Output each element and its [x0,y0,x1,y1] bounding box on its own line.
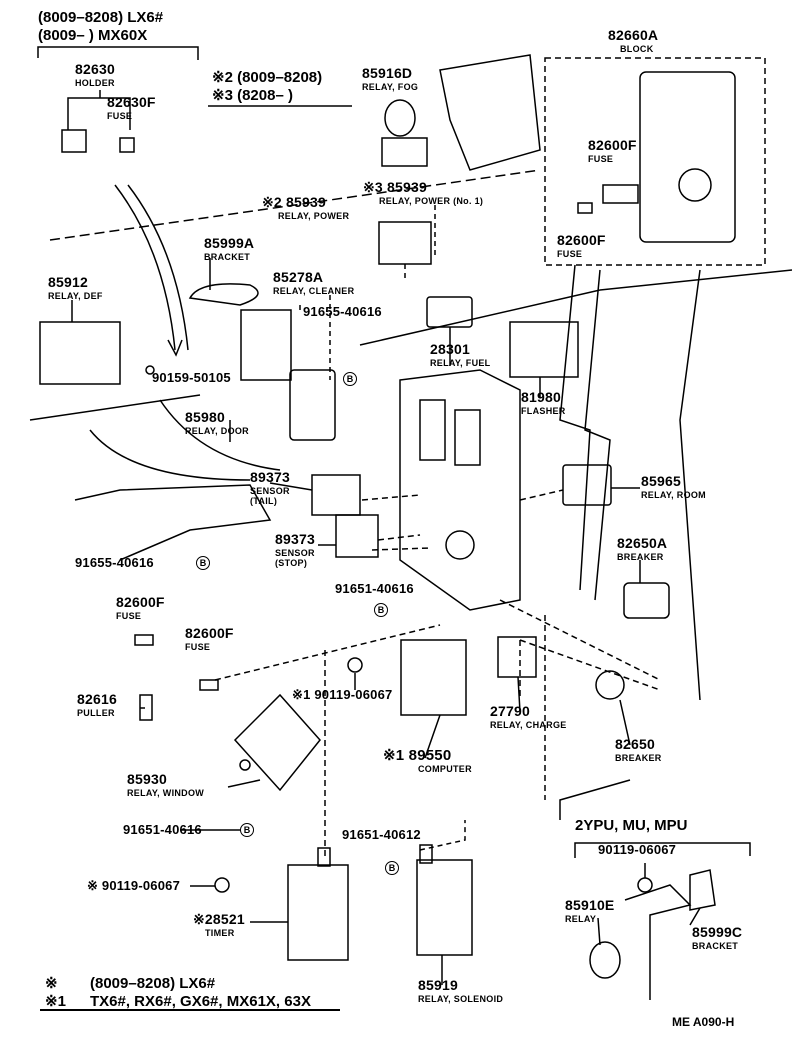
fuse-shape [119,137,135,153]
group-bracket [574,842,751,858]
bolt-marker: B [196,556,210,570]
bolt-marker: B [374,603,388,617]
callout-90119-06067: 90119-06067 [598,842,677,857]
callout-90119-06067: ※ 90119-06067 [87,878,181,893]
footer-mark: ※1 [45,993,66,1010]
header-bracket [37,46,199,60]
footer-line2: TX6#, RX6#, GX6#, MX61X, 63X [90,993,311,1010]
bolt-marker: B [385,861,399,875]
leader [67,90,131,130]
callout-90159-50105: 90159-50105 [152,370,231,385]
arrow [114,184,189,351]
variant-note-line2: ※3 (8208– ) [212,87,293,104]
footer-line1: (8009–8208) LX6# [90,975,216,992]
group-label: 2YPU, MU, MPU [575,817,688,834]
callout-91651-40612: 91651-40612 [342,827,421,842]
drawing-code: ME A090-H [672,1015,735,1029]
bolt-marker: B [240,823,254,837]
block-box [544,57,766,266]
footer-mark: ※ [45,975,58,992]
callout-91651-40616: 91651-40616 [123,822,202,837]
header-line1: (8009–8208) LX6# [38,9,164,26]
callout-91655-40616: 91655-40616 [303,304,382,319]
holder-shape [61,129,87,153]
callout-91651-40616: 91651-40616 [335,581,414,596]
callout-90119-06067: ※1 90119-06067 [292,687,393,702]
arrow-head [167,339,183,357]
bolt-marker: B [343,372,357,386]
header-line2: (8009– ) MX60X [38,27,148,44]
variant-note-line1: ※2 (8009–8208) [212,69,323,86]
callout-91655-40616: 91655-40616 [75,555,154,570]
